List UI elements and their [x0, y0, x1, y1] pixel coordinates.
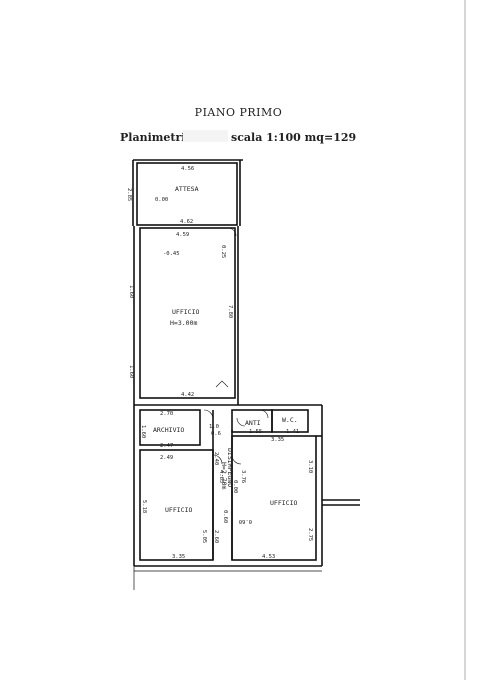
dim-dis-2: 2.60	[213, 530, 219, 543]
dim-ufficio-bottom: 4.42	[181, 392, 194, 398]
room-ufficio-left: UFFICIO	[165, 506, 192, 514]
level-ufficio-right: 0.60	[239, 518, 252, 524]
door-wc	[259, 409, 269, 419]
wc-walls	[271, 409, 309, 433]
level-landing-sub: 0.6	[211, 431, 221, 437]
dim-archivio-bottom: 2.47	[160, 443, 173, 449]
door-anti	[236, 417, 246, 427]
dim-dis-3: 0.60	[222, 510, 228, 523]
room-disimpegno: DISIMPEGNO	[226, 448, 234, 487]
dim-ufficio-left-top: 1.60	[128, 285, 134, 298]
dim-dis-1: 2.40	[213, 452, 219, 465]
attesa-walls	[136, 162, 238, 226]
plan-subtitle-label: Planimetria	[120, 131, 193, 144]
dim-archivio-left: 1.60	[140, 425, 146, 438]
dim-uff-right-r2: 2.75	[307, 528, 313, 541]
dim-ufficio-left-bottom: 1.60	[128, 365, 134, 378]
archivio-walls	[139, 409, 201, 446]
dim-uff-left-top: 2.49	[160, 455, 173, 461]
dim-attesa-bottom: 4.62	[180, 219, 193, 225]
room-anti: ANTI	[245, 419, 261, 427]
dim-anti-bottom: 1.55	[249, 429, 262, 435]
ufficio-main-walls	[139, 227, 236, 399]
door-archivio	[203, 409, 214, 420]
dim-uff-left-bottom: 3.35	[172, 554, 185, 560]
room-attesa: ATTESA	[175, 185, 199, 193]
dim-ufficio-right: 7.80	[227, 305, 233, 318]
dim-wc-bottom: 1.41	[286, 429, 299, 435]
room-ufficio-main-height: H=3.00m	[170, 319, 197, 327]
ufficio-right-walls	[231, 435, 317, 561]
door-ufficio-left	[212, 454, 223, 465]
room-disimpegno-height: H=2.70m	[220, 462, 228, 489]
plan-title: PIANO PRIMO	[194, 106, 283, 119]
dim-archivio-top: 2.70	[160, 411, 173, 417]
door-swings	[203, 227, 269, 465]
level-attesa: 0.00	[155, 197, 168, 203]
room-ufficio-right: UFFICIO	[270, 499, 297, 507]
ufficio-left-walls	[139, 449, 214, 561]
dim-uff-right-bottom: 4.53	[262, 554, 275, 560]
dim-uff-right-side: 3.76	[240, 470, 246, 483]
level-landing: 1.0	[209, 424, 219, 430]
dim-ufficio-right-small: 0.25	[220, 245, 226, 258]
dim-uff-right-top: 3.35	[271, 437, 284, 443]
room-wc: W.C.	[282, 416, 298, 424]
room-archivio: ARCHIVIO	[153, 426, 184, 434]
dim-attesa-left: 2.85	[126, 188, 132, 201]
room-ufficio-main: UFFICIO	[172, 308, 199, 316]
door-ufficio-right	[231, 454, 242, 465]
dim-ufficio-top: 4.59	[176, 232, 189, 238]
dim-uff-right-r1: 3.10	[307, 460, 313, 473]
plan-scale: scala 1:100 mq=129	[231, 131, 357, 144]
level-disimpegno: 0.00	[232, 480, 238, 493]
dim-uff-left-side: 5.18	[141, 500, 147, 513]
walls	[132, 159, 360, 567]
dim-uff-left-right: 5.05	[201, 530, 207, 543]
dim-attesa-top: 4.56	[181, 166, 194, 172]
base-lines	[133, 566, 322, 590]
redacted-box	[183, 130, 228, 142]
dim-dis-4: 4.65	[218, 470, 224, 483]
door-ufficio	[227, 227, 237, 237]
level-ufficio: -0.45	[163, 251, 180, 257]
window-mark	[215, 380, 229, 388]
